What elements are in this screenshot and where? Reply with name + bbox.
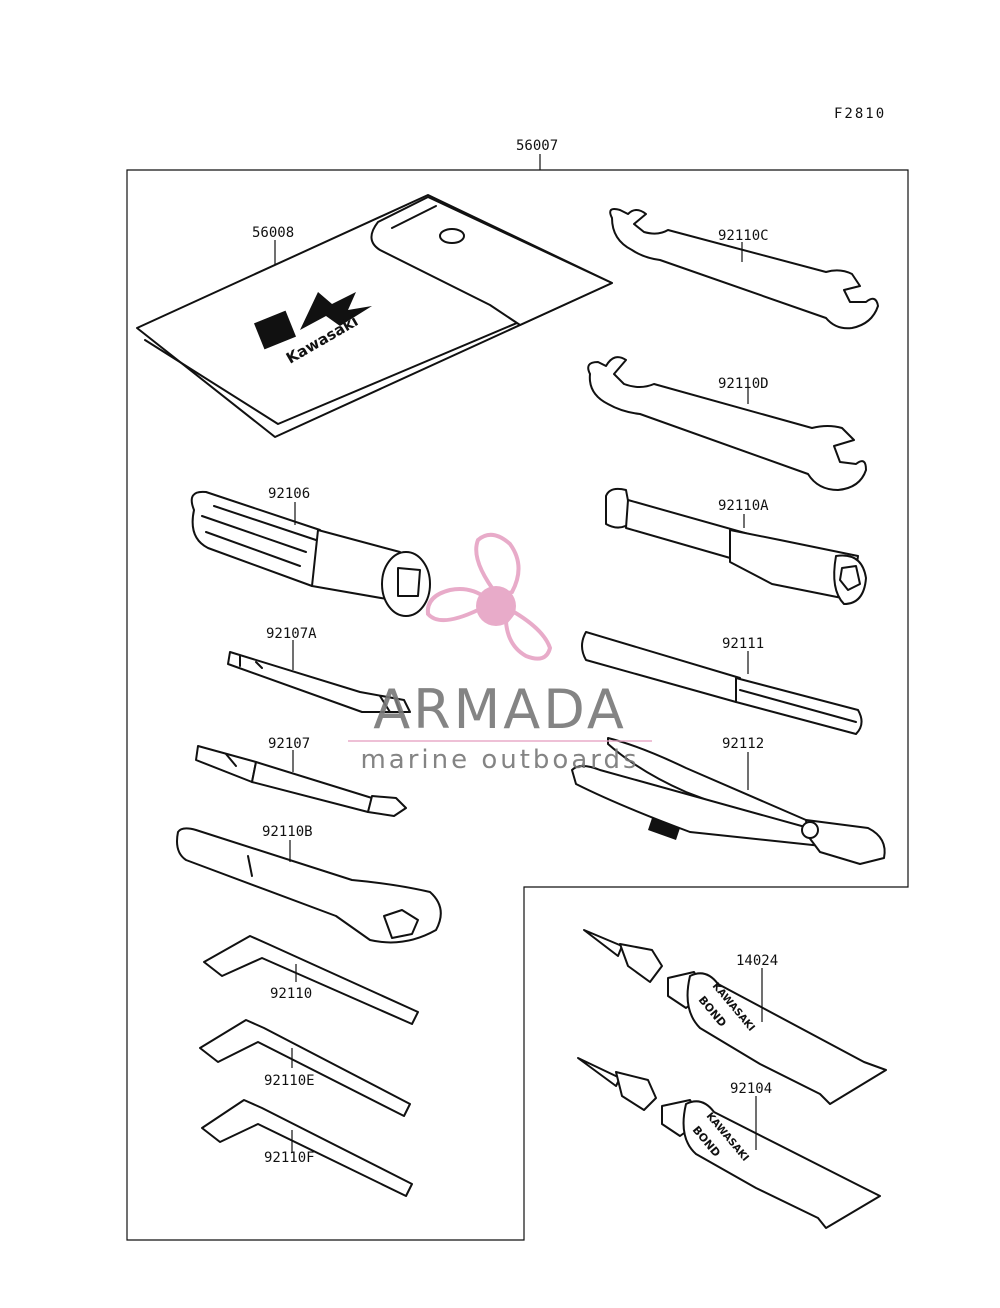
label-92107: 92107 xyxy=(268,736,310,752)
bond-tube-92104: KAWASAKI BOND 92104 xyxy=(577,1057,881,1229)
label-56007: 56007 xyxy=(516,138,558,154)
screwdriver-92107: 92107 xyxy=(195,736,407,817)
label-92110b: 92110B xyxy=(262,824,313,840)
hex-key-92110e: 92110E xyxy=(199,1019,411,1117)
armada-watermark: ARMADA marine outboards xyxy=(348,532,652,775)
extension-92111: 92111 xyxy=(581,631,863,735)
label-92112: 92112 xyxy=(722,736,764,752)
hex-key-92110: 92110 xyxy=(203,935,419,1025)
label-92110e: 92110E xyxy=(264,1073,315,1089)
label-92104: 92104 xyxy=(730,1081,772,1097)
propeller-icon xyxy=(425,532,553,661)
screwdriver-92107a: 92107A xyxy=(227,626,411,713)
diagram-code: F2810 xyxy=(834,106,886,122)
box-wrench-92110a: 92110A xyxy=(605,487,867,605)
ring-spanner-92110b: 92110B xyxy=(176,824,442,944)
label-92110c: 92110C xyxy=(718,228,769,244)
wrench-92110c: 92110C xyxy=(609,208,879,330)
pliers-92112: 92112 xyxy=(571,736,886,865)
label-92110: 92110 xyxy=(270,986,312,1002)
watermark-subtitle: marine outboards xyxy=(360,745,639,775)
label-14024: 14024 xyxy=(736,953,778,969)
tool-pouch: Kawasaki 56008 xyxy=(136,194,613,438)
handle-92106: 92106 xyxy=(190,486,431,617)
kit-frame: 56007 xyxy=(126,138,909,1241)
hex-key-92110f: 92110F xyxy=(201,1099,413,1197)
watermark-title: ARMADA xyxy=(373,678,627,741)
label-92111: 92111 xyxy=(722,636,764,652)
label-92106: 92106 xyxy=(268,486,310,502)
label-92110f: 92110F xyxy=(264,1150,315,1166)
label-92107a: 92107A xyxy=(266,626,317,642)
label-92110d: 92110D xyxy=(718,376,769,392)
wrench-92110d: 92110D xyxy=(587,356,867,491)
label-56008: 56008 xyxy=(252,225,294,241)
label-92110a: 92110A xyxy=(718,498,769,514)
